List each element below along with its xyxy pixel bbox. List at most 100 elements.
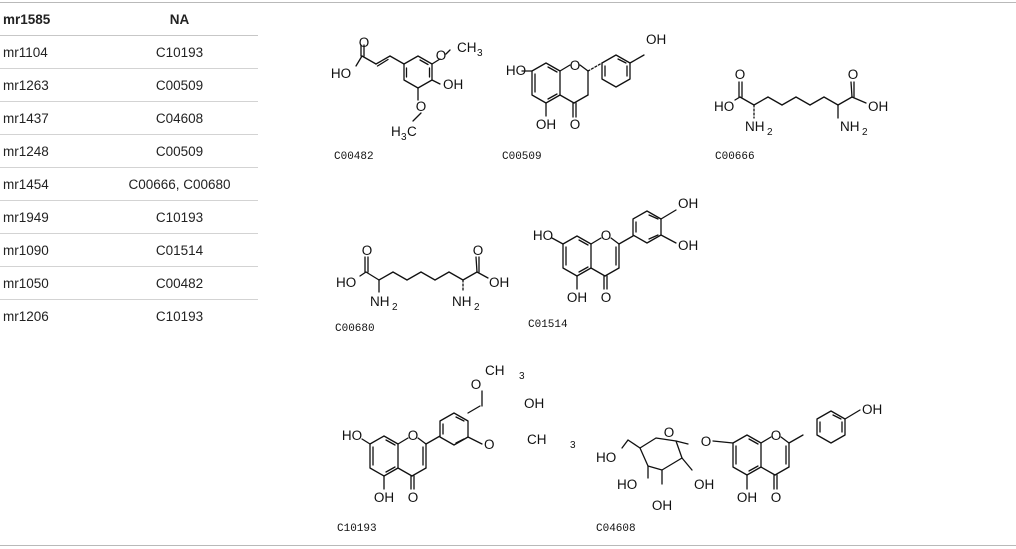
structure-bonds bbox=[361, 390, 483, 490]
table-row: mr1454 C00666, C00680 bbox=[0, 168, 258, 201]
structure-c04608: HO O O HO OH OH O OH OH O C04608 bbox=[596, 402, 882, 535]
atom-label: O bbox=[359, 35, 370, 50]
atom-label: OH bbox=[374, 490, 394, 505]
atom-label: OH bbox=[567, 290, 587, 305]
row-id: mr1090 bbox=[3, 242, 49, 258]
row-compound: C04608 bbox=[155, 110, 204, 126]
atom-subscript: 3 bbox=[401, 132, 407, 143]
structure-bonds bbox=[521, 54, 645, 118]
atom-label: OH bbox=[646, 32, 666, 47]
structure-bonds bbox=[359, 256, 489, 293]
atom-label: O bbox=[436, 48, 447, 63]
atom-label: O bbox=[701, 434, 712, 449]
atom-label: OH bbox=[694, 477, 714, 492]
structure-bonds bbox=[355, 44, 451, 122]
header-cell: NA bbox=[169, 11, 190, 27]
atom-label: OH bbox=[868, 99, 888, 114]
row-id: mr1454 bbox=[3, 176, 49, 192]
atom-label: O bbox=[848, 67, 859, 82]
atom-label: HO bbox=[617, 477, 637, 492]
row-id: mr1206 bbox=[3, 308, 49, 324]
atom-label: O bbox=[601, 290, 612, 305]
row-compound: C10193 bbox=[155, 209, 204, 225]
atom-label: O bbox=[408, 428, 419, 443]
row-compound: C10193 bbox=[155, 308, 204, 324]
atom-label: CH bbox=[457, 40, 477, 55]
atom-label: NH bbox=[452, 294, 472, 309]
row-id: mr1050 bbox=[3, 275, 49, 291]
atom-label: CH bbox=[485, 363, 505, 378]
structure-bonds bbox=[734, 81, 867, 119]
row-id: mr1949 bbox=[3, 209, 49, 225]
atom-label: NH bbox=[370, 294, 390, 309]
table-row: mr1206 C10193 bbox=[0, 300, 258, 333]
row-id: mr1248 bbox=[3, 143, 49, 159]
atom-label: HO bbox=[714, 99, 734, 114]
atom-label: O bbox=[362, 243, 373, 258]
atom-subscript: 2 bbox=[862, 127, 868, 138]
row-id: mr1263 bbox=[3, 77, 49, 93]
atom-label: OH bbox=[652, 498, 672, 513]
atom-label: OH bbox=[678, 196, 698, 211]
structure-bonds bbox=[621, 409, 861, 490]
table-header-row: mr1585 NA bbox=[0, 3, 258, 36]
structure-c00680: O O HO OH NH 2 NH 2 C00680 bbox=[335, 243, 509, 335]
atom-subscript: 3 bbox=[477, 48, 483, 59]
table-top-rule bbox=[0, 2, 1016, 3]
atom-label: HO bbox=[533, 228, 553, 243]
row-id: mr1104 bbox=[3, 44, 48, 60]
compound-code: C00666 bbox=[715, 151, 755, 163]
atom-label: HO bbox=[331, 66, 351, 81]
table-bottom-rule bbox=[0, 545, 1016, 546]
table-row: mr1949 C10193 bbox=[0, 201, 258, 234]
row-compound: C01514 bbox=[155, 242, 204, 258]
row-compound: C00509 bbox=[155, 143, 204, 159]
atom-subscript: 2 bbox=[767, 127, 773, 138]
table-row: mr1050 C00482 bbox=[0, 267, 258, 300]
atom-label: O bbox=[735, 67, 746, 82]
atom-subscript: 3 bbox=[570, 440, 576, 451]
atom-label: NH bbox=[840, 119, 860, 134]
atom-label: O bbox=[471, 377, 482, 392]
structure-bonds bbox=[551, 209, 677, 290]
atom-label: O bbox=[771, 428, 782, 443]
atom-label: O bbox=[771, 490, 782, 505]
compound-code: C10193 bbox=[337, 523, 377, 535]
atom-label: HO bbox=[342, 428, 362, 443]
compound-code: C00680 bbox=[335, 323, 375, 335]
structure-c00666: O O HO OH NH 2 NH 2 C00666 bbox=[714, 67, 888, 163]
atom-label: O bbox=[484, 437, 495, 452]
table-row: mr1248 C00509 bbox=[0, 135, 258, 168]
row-compound: C00666, C00680 bbox=[128, 176, 231, 192]
atom-label: NH bbox=[745, 119, 765, 134]
atom-label: OH bbox=[443, 77, 463, 92]
atom-label: O bbox=[601, 228, 612, 243]
row-id: mr1437 bbox=[3, 110, 49, 126]
atom-label: HO bbox=[336, 275, 356, 290]
table-row: mr1090 C01514 bbox=[0, 234, 258, 267]
atom-label: OH bbox=[489, 275, 509, 290]
compound-code: C01514 bbox=[528, 319, 568, 331]
compound-code: C04608 bbox=[596, 523, 636, 535]
atom-label: OH bbox=[524, 396, 544, 411]
row-compound: C00482 bbox=[155, 275, 204, 291]
atom-label: HO bbox=[506, 63, 526, 78]
atom-label: O bbox=[664, 425, 675, 440]
structure-c00509: HO O OH OH O C00509 bbox=[502, 32, 666, 163]
atom-label: CH bbox=[527, 432, 547, 447]
atom-label: H bbox=[391, 124, 401, 139]
atom-label: C bbox=[407, 124, 417, 139]
table-row: mr1437 C04608 bbox=[0, 102, 258, 135]
structure-c00482: HO O O CH 3 OH O H 3 C C00482 bbox=[331, 35, 483, 163]
atom-subscript: 2 bbox=[474, 302, 480, 313]
atom-label: O bbox=[473, 243, 484, 258]
atom-label: HO bbox=[596, 450, 616, 465]
compound-code: C00509 bbox=[502, 151, 542, 163]
atom-label: O bbox=[416, 99, 427, 114]
structure-c10193: HO O O CH 3 OH O CH 3 OH O C10193 bbox=[337, 363, 576, 535]
compound-code: C00482 bbox=[334, 151, 374, 163]
atom-subscript: 2 bbox=[392, 302, 398, 313]
